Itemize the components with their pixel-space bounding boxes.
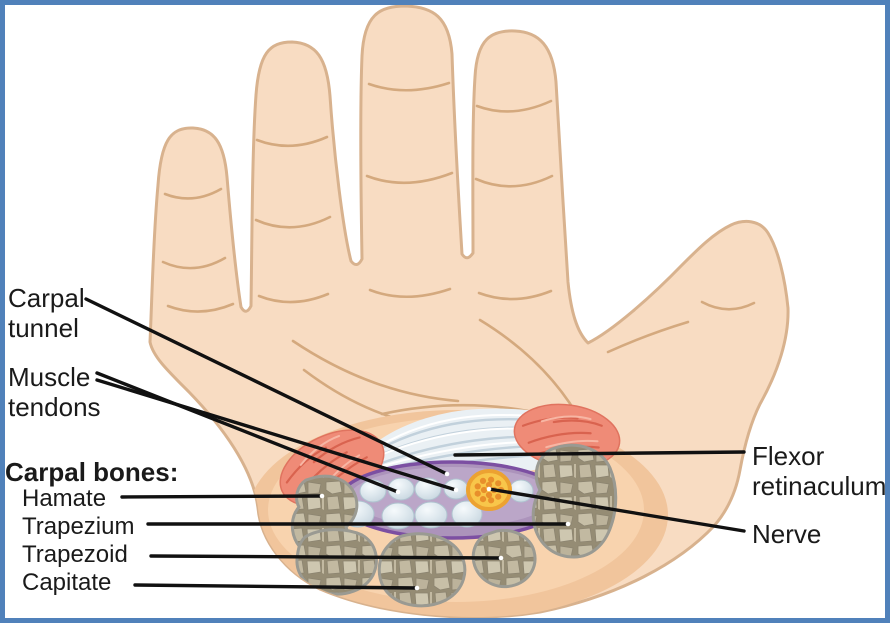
carpal-bone-item-hamate: Hamate [22, 485, 107, 512]
muscle-tendons-label: Muscle tendons [8, 362, 101, 422]
leader-capitate [133, 583, 419, 590]
leader-flexor-retinaculum [453, 450, 746, 457]
carpal-bone-item-trapezium: Trapezium [22, 513, 135, 540]
label-line: retinaculum [752, 471, 887, 501]
carpal-bones-heading: Carpal bones: [5, 457, 179, 487]
label-line: Muscle [8, 362, 91, 392]
nerve-label: Nerve [752, 519, 822, 549]
bone-trapezoid [471, 528, 537, 589]
label-line: tunnel [8, 313, 79, 343]
leader-lines [84, 297, 746, 590]
leader-hamate [120, 494, 324, 499]
label-line: Flexor [752, 441, 825, 471]
leader-trapezoid [149, 554, 503, 560]
label-line: Carpal [8, 283, 85, 313]
bone-capitate [377, 532, 467, 608]
leader-muscle-tendon-2 [95, 378, 458, 492]
leader-muscle-tendon-1 [95, 371, 400, 494]
carpal-tunnel-label: Carpal tunnel [8, 283, 85, 343]
label-line: tendons [8, 392, 101, 422]
carpal-bone-item-capitate: Capitate [22, 569, 112, 596]
flexor-retinaculum-label: Flexor retinaculum [752, 441, 886, 501]
leader-endpoint-dots [319, 471, 571, 591]
bone-trapezium [531, 443, 618, 559]
leader-carpal-tunnel [84, 297, 449, 476]
leader-nerve [487, 487, 746, 533]
carpal-bone-item-trapezoid: Trapezoid [22, 541, 128, 568]
